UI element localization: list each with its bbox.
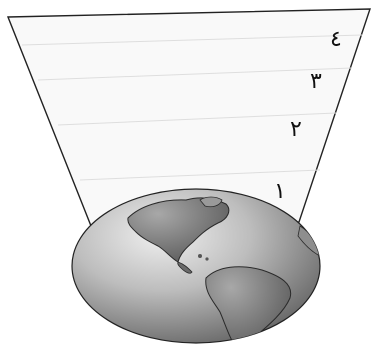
- layer-label-2: ٢: [290, 117, 302, 142]
- layer-label-4: ٤: [330, 27, 342, 52]
- layer-label-1: ١: [274, 179, 286, 204]
- layer-label-3: ٣: [310, 69, 322, 94]
- earth-globe-icon: [72, 189, 320, 350]
